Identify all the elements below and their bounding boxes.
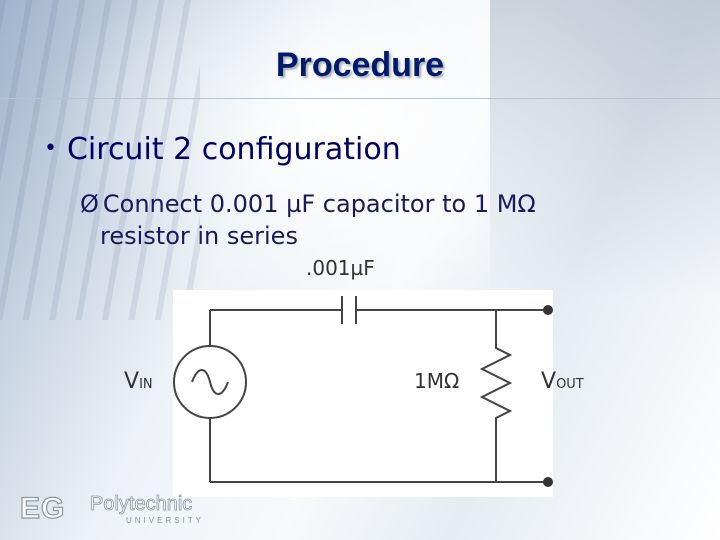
bullet-text: Circuit 2 configuration — [66, 132, 401, 167]
background-decoration-right — [490, 0, 720, 300]
arrow-bullet-icon: Ø — [80, 190, 99, 218]
resistor-symbol — [479, 342, 513, 422]
vin-label: VIN — [124, 369, 153, 394]
bullet-item: • Circuit 2 configuration — [44, 132, 401, 167]
polytechnic-logo: EG Polytechnic UNIVERSITY — [19, 491, 204, 525]
output-terminal-top — [543, 305, 553, 315]
logo-name: Polytechnic — [90, 493, 192, 515]
background-decoration-left — [0, 0, 200, 320]
logo-tagline: UNIVERSITY — [126, 516, 204, 525]
capacitor-label: .001µF — [306, 256, 375, 280]
output-terminal-bottom — [543, 477, 553, 487]
title-underline — [0, 48, 720, 99]
logo-mark: EG — [20, 492, 65, 525]
ac-source-symbol — [173, 345, 247, 419]
capacitor-symbol — [341, 296, 357, 324]
slide-title: Procedure — [275, 46, 445, 84]
resistor-label: 1MΩ — [414, 369, 459, 393]
sub-bullet-line-1: Connect 0.001 µF capacitor to 1 MΩ — [102, 190, 536, 218]
sub-bullet-line-2: resistor in series — [100, 222, 298, 250]
bullet-dot: • — [44, 136, 57, 161]
circuit-wires — [209, 309, 548, 483]
vout-label: VOUT — [541, 369, 584, 394]
circuit-diagram: .001µF VIN 1MΩ VOUT — [124, 256, 584, 497]
